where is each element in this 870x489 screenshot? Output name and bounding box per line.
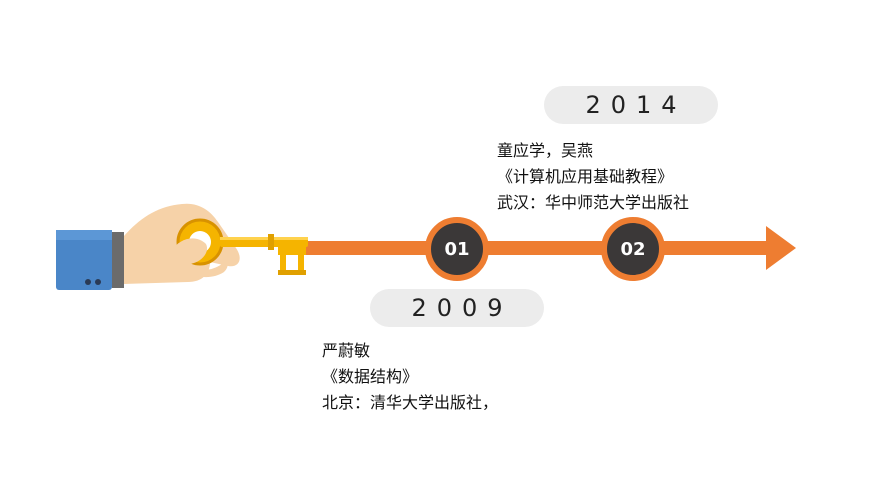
entry-2009: 严蔚敏 《数据结构》 北京：清华大学出版社， xyxy=(322,338,498,416)
entry-2009-publisher: 北京：清华大学出版社， xyxy=(322,393,499,412)
timeline-shaft xyxy=(300,241,772,255)
timeline-node-02: 02 xyxy=(601,217,665,281)
entry-2014: 童应学，吴燕 《计算机应用基础教程》 武汉：华中师范大学出版社 xyxy=(497,138,689,216)
year-pill-2009: 2009 xyxy=(370,289,544,327)
entry-2009-author: 严蔚敏 xyxy=(322,341,371,360)
entry-2014-title: 《计算机应用基础教程》 xyxy=(497,167,674,186)
hand-holding-key-icon xyxy=(56,203,308,290)
year-pill-2014: 2014 xyxy=(544,86,718,124)
entry-2014-publisher: 武汉：华中师范大学出版社 xyxy=(497,193,690,212)
timeline-node-01: 01 xyxy=(425,217,489,281)
arrow-head-icon xyxy=(766,226,796,270)
entry-2014-author: 童应学，吴燕 xyxy=(497,141,594,160)
entry-2009-title: 《数据结构》 xyxy=(322,367,419,386)
